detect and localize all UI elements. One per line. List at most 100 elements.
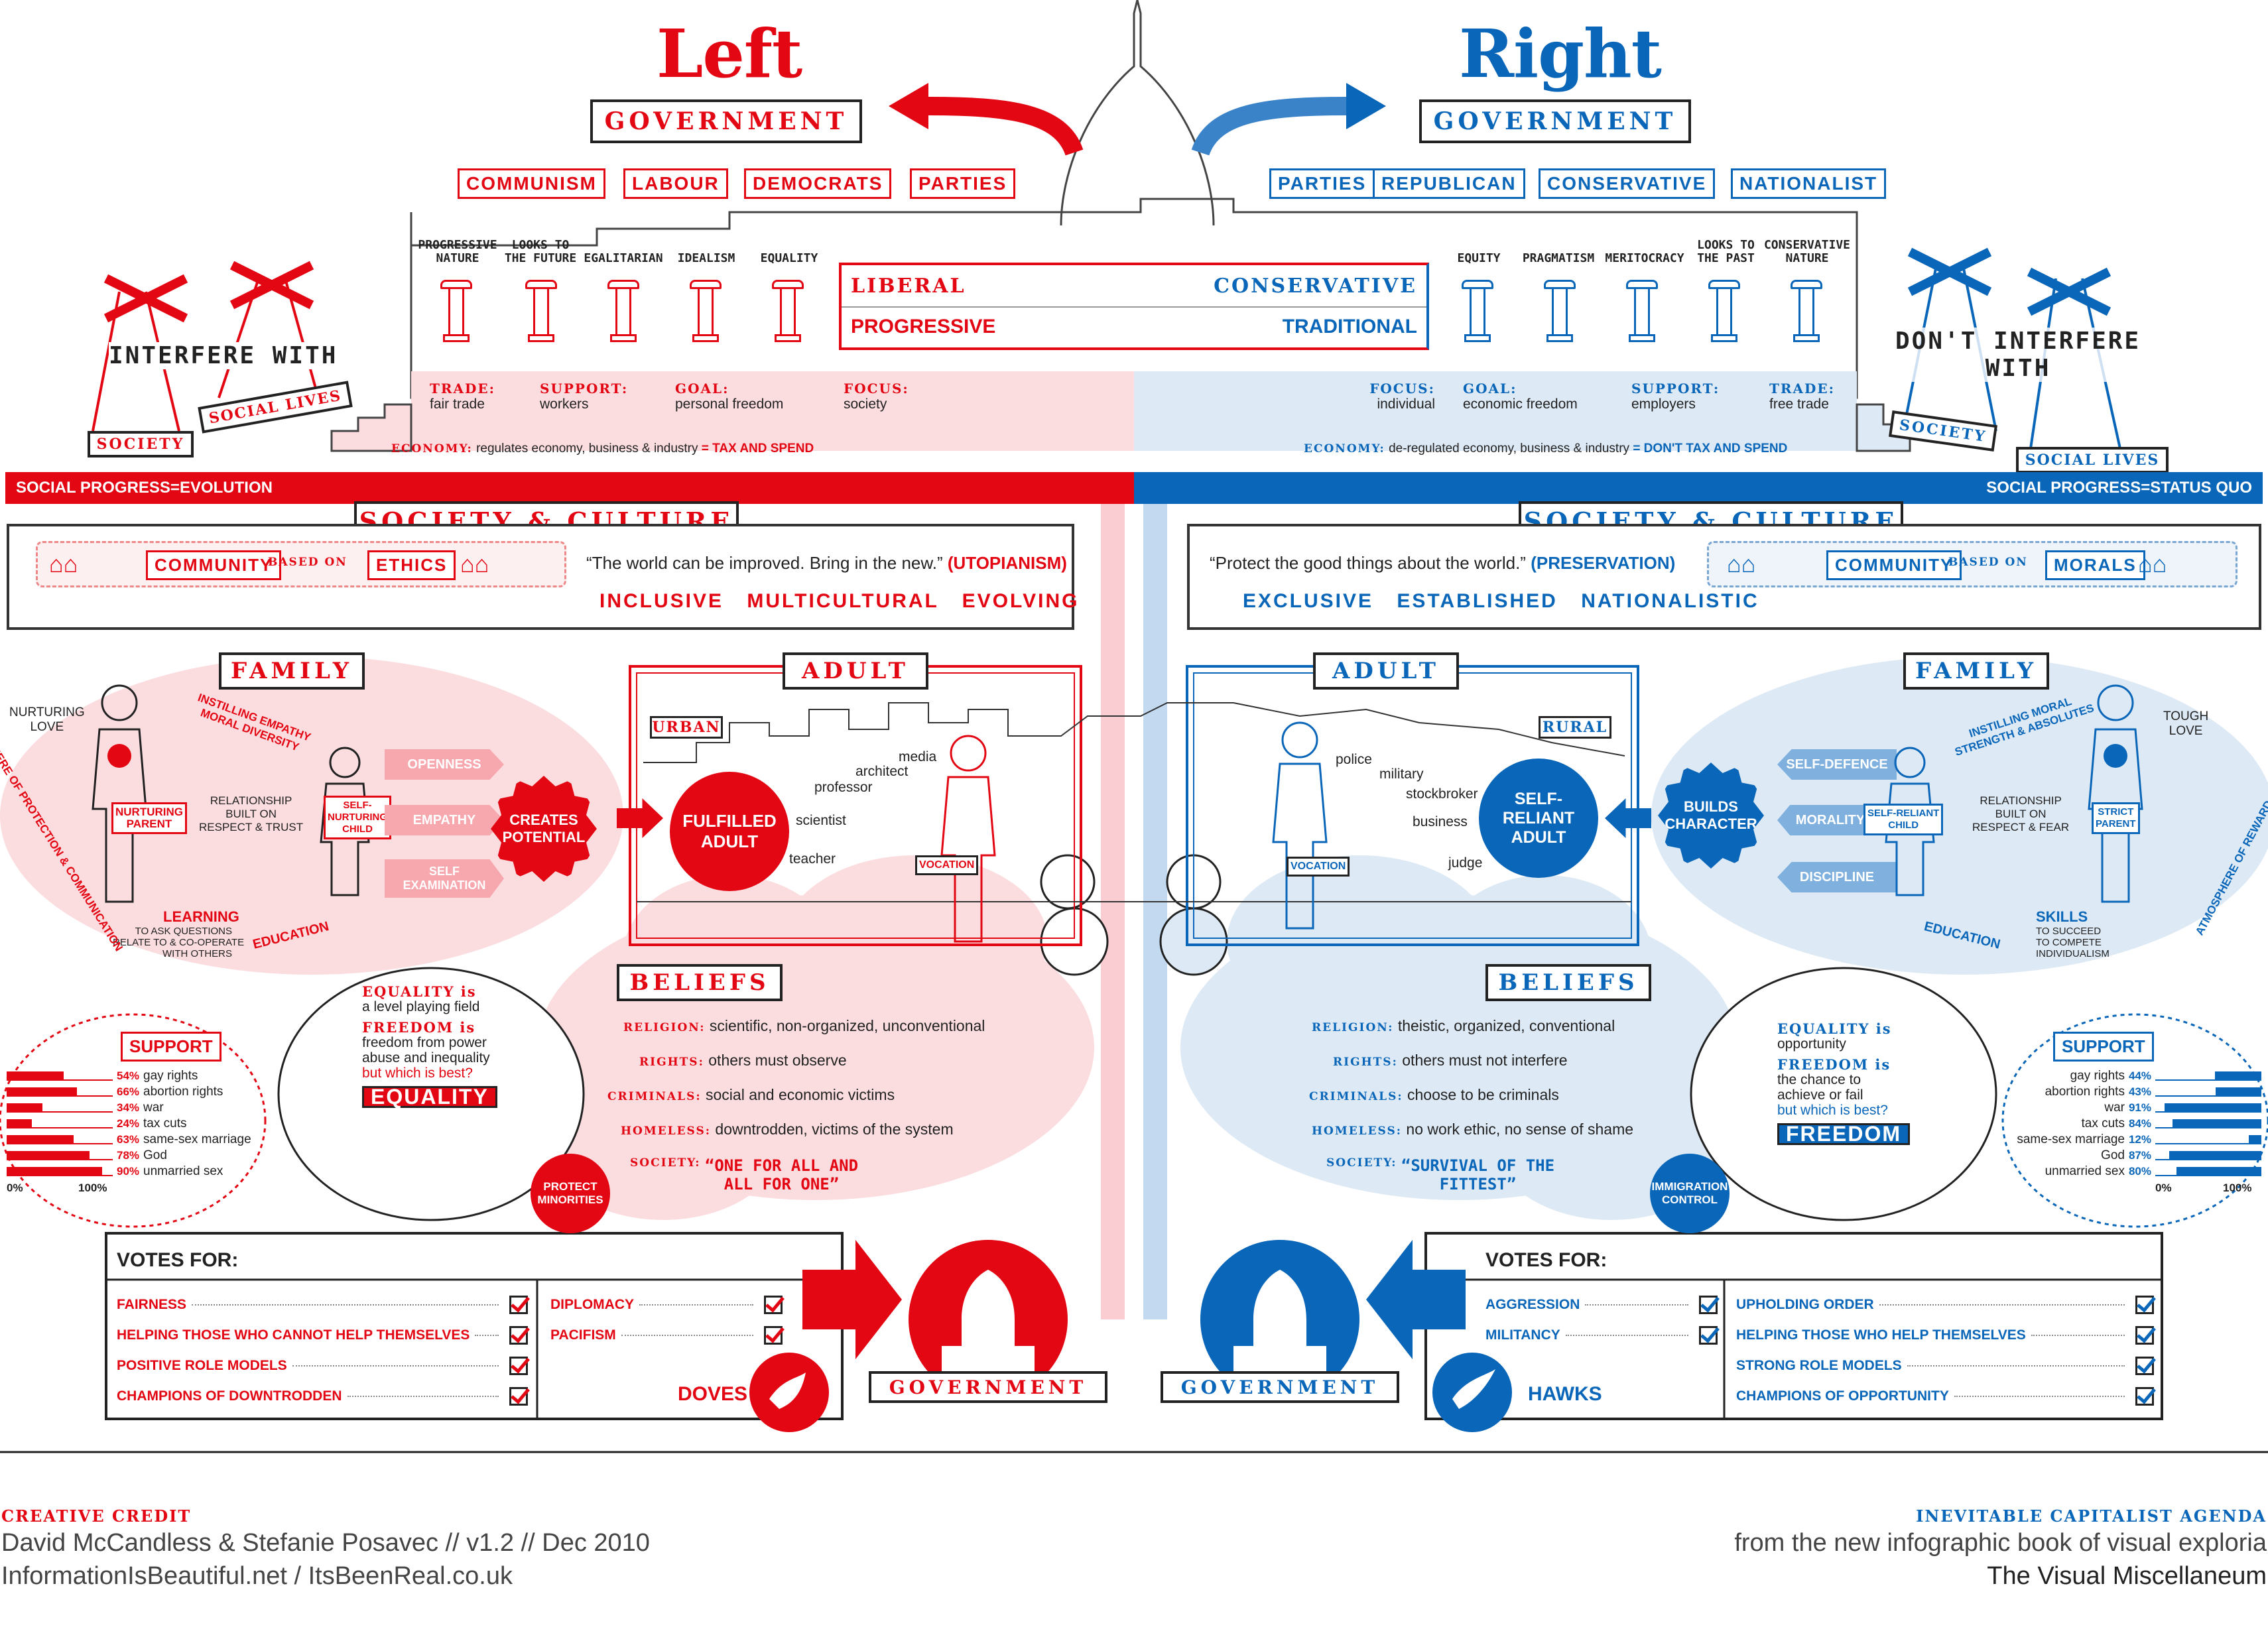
urban-tag: URBAN xyxy=(650,716,723,739)
pillar-label: LOOKS TO THE FUTURE xyxy=(504,238,577,265)
support-bar xyxy=(7,1167,113,1176)
right-support-tag: SUPPORT xyxy=(2053,1032,2154,1062)
pillar-icon xyxy=(1708,280,1740,343)
axis-hundred: 100% xyxy=(2223,1182,2252,1194)
house-icon: ⌂⌂ xyxy=(2138,550,2167,578)
check-icon xyxy=(2135,1326,2154,1345)
equality-answer: EQUALITY xyxy=(362,1086,497,1108)
right-belief-rights: RIGHTS: others must not interfere xyxy=(1333,1052,1568,1069)
left-focus: FOCUS:society xyxy=(844,381,909,412)
party-labour: LABOUR xyxy=(623,168,728,199)
support-row: 34%war xyxy=(7,1101,164,1115)
support-percent: 66% xyxy=(117,1085,140,1098)
community-tag: COMMUNITY xyxy=(146,550,282,580)
right-belief-society: SOCIETY: “SURVIVAL OF THE FITTEST” xyxy=(1326,1156,1555,1193)
check-icon xyxy=(509,1387,528,1406)
party-republican: REPUBLICAN xyxy=(1373,168,1525,199)
right-society-box: “Protect the good things about the world… xyxy=(1187,524,2261,630)
support-label: tax cuts xyxy=(143,1117,187,1130)
community-tag: COMMUNITY xyxy=(1826,550,1962,580)
job-stockbroker: stockbroker xyxy=(1406,786,1478,802)
support-percent: 84% xyxy=(2128,1117,2151,1130)
book-from-line: from the new infographic book of visual … xyxy=(1734,1529,2267,1557)
support-bar xyxy=(7,1135,113,1144)
support-bar xyxy=(2155,1119,2261,1128)
job-media: media xyxy=(899,749,937,764)
parent-figure-icon xyxy=(92,684,147,903)
pillar-label: LOOKS TO THE PAST xyxy=(1697,238,1755,265)
job-teacher: teacher xyxy=(789,851,836,867)
right-bottom-government-banner: GOVERNMENT xyxy=(1161,1371,1399,1403)
left-title: Left xyxy=(657,15,802,93)
support-label: unmarried sex xyxy=(2045,1164,2125,1178)
check-icon xyxy=(509,1357,528,1375)
check-icon xyxy=(764,1326,783,1345)
progressive-label: PROGRESSIVE xyxy=(851,316,996,337)
support-label: abortion rights xyxy=(2045,1085,2125,1099)
check-icon xyxy=(2135,1387,2154,1406)
freedom-cloud: EQUALITY is opportunity FREEDOM is the c… xyxy=(1777,1021,1930,1146)
creative-credit-label: CREATIVE CREDIT xyxy=(1,1506,192,1526)
right-focus: FOCUS:individual xyxy=(1369,381,1435,412)
support-bar xyxy=(2155,1071,2261,1081)
left-trade: TRADE:fair trade xyxy=(430,381,495,412)
left-support-tag: SUPPORT xyxy=(121,1032,221,1062)
left-bottom-government-banner: GOVERNMENT xyxy=(869,1371,1107,1403)
job-professor: professor xyxy=(814,780,873,795)
support-row: 78%God xyxy=(7,1148,167,1163)
left-quote: “The world can be improved. Bring in the… xyxy=(586,553,1067,573)
pillar-icon xyxy=(1791,280,1822,343)
job-military: military xyxy=(1379,766,1424,782)
support-percent: 63% xyxy=(117,1133,140,1146)
pillar-icon xyxy=(440,280,472,343)
pillar-label: MERITOCRACY xyxy=(1605,251,1684,265)
support-bar xyxy=(7,1087,113,1097)
discipline-arrow: DISCIPLINE xyxy=(1777,862,1897,892)
support-label: war xyxy=(143,1101,164,1115)
pillar-icon xyxy=(1626,280,1658,343)
left-culture-words: INCLUSIVE MULTICULTURAL EVOLVING xyxy=(599,590,1080,612)
left-economy: ECONOMY: regulates economy, business & i… xyxy=(391,442,814,456)
job-police: police xyxy=(1336,752,1372,767)
support-bar xyxy=(2155,1135,2261,1144)
vote-item: DIPLOMACY xyxy=(550,1296,783,1314)
right-belief-religion: RELIGION: theistic, organized, conventio… xyxy=(1312,1017,1615,1034)
support-percent: 24% xyxy=(117,1117,140,1130)
check-icon xyxy=(764,1296,783,1314)
learning-label: LEARNING xyxy=(163,908,239,925)
equality-cloud: EQUALITY is a level playing field FREEDO… xyxy=(362,984,515,1109)
left-beliefs-banner: BELIEFS xyxy=(617,964,783,1001)
support-label: unmarried sex xyxy=(143,1164,223,1178)
credit-sites[interactable]: InformationIsBeautiful.net / ItsBeenReal… xyxy=(1,1562,513,1590)
vote-item: CHAMPIONS OF DOWNTRODDEN xyxy=(117,1387,528,1406)
vote-item: FAIRNESS xyxy=(117,1296,528,1314)
rural-tag: RURAL xyxy=(1539,716,1611,739)
pillar-icon xyxy=(525,280,557,343)
right-beliefs-banner: BELIEFS xyxy=(1485,964,1651,1001)
check-icon xyxy=(509,1326,528,1345)
left-support: SUPPORT:workers xyxy=(540,381,629,412)
right-support: SUPPORT:employers xyxy=(1631,381,1720,412)
right-family-banner: FAMILY xyxy=(1903,652,2049,690)
check-icon xyxy=(1699,1326,1718,1345)
support-row: 90%unmarried sex xyxy=(7,1164,223,1179)
support-bar xyxy=(7,1119,113,1128)
vocation-briefcase: VOCATION xyxy=(1287,857,1350,877)
left-family-banner: FAMILY xyxy=(219,652,365,690)
right-title: Right xyxy=(1459,15,1662,93)
vote-item: PACIFISM xyxy=(550,1326,783,1345)
right-belief-criminals: CRIMINALS: choose to be criminals xyxy=(1309,1086,1559,1103)
adult-figure-icon xyxy=(1272,721,1328,930)
self-nurturing-child-badge: SELF- NURTURING CHILD xyxy=(324,796,391,839)
support-row: 24%tax cuts xyxy=(7,1117,187,1131)
skills-sub: TO SUCCEED TO COMPETE INDIVIDUALISM xyxy=(2036,926,2110,959)
support-label: tax cuts xyxy=(2081,1117,2125,1130)
nurturing-parent-badge: NURTURING PARENT xyxy=(111,802,187,834)
fulfilled-adult-circle: FULFILLED ADULT xyxy=(670,772,789,891)
